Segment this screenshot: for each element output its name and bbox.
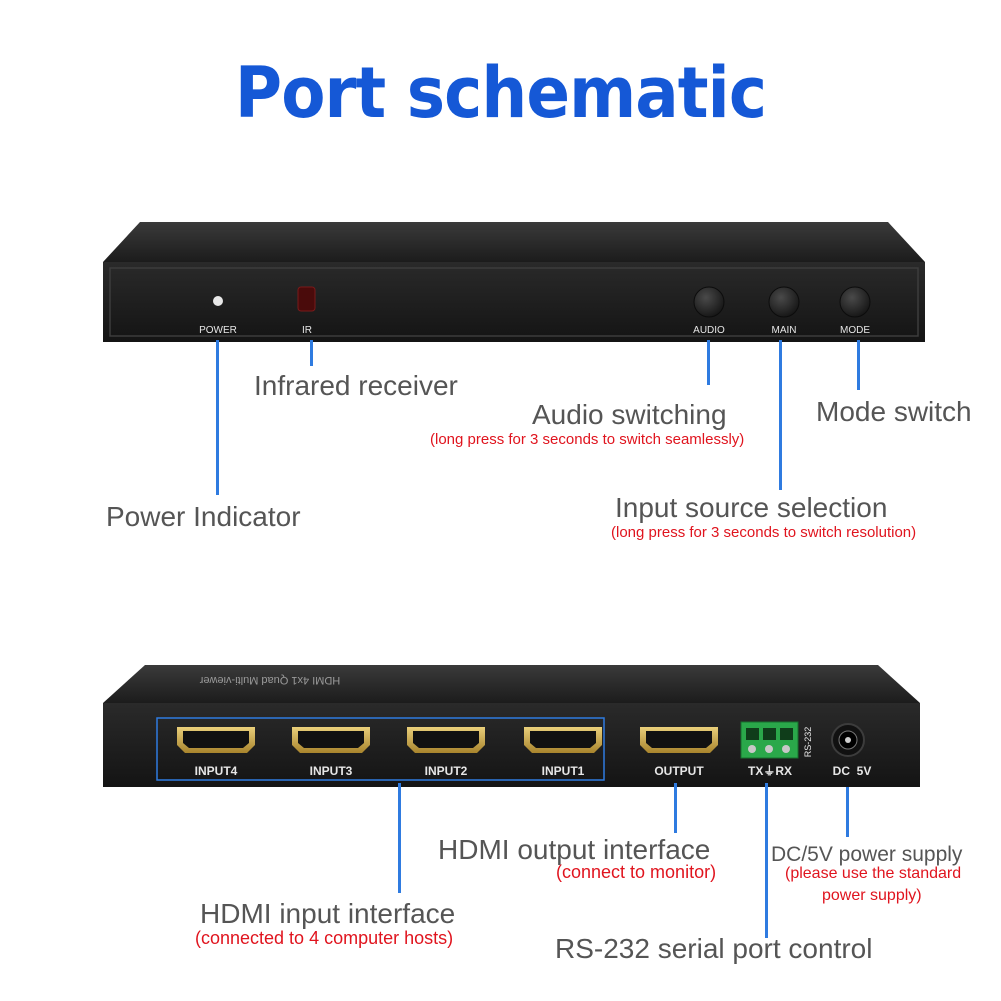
- txrx-port-label: TX⏚RX: [748, 764, 792, 778]
- output-port-label: OUTPUT: [654, 764, 704, 778]
- dc-callout-line: [846, 787, 849, 837]
- hdmi-output-interface-note: (connect to monitor): [556, 862, 717, 882]
- main-port-label: MAIN: [772, 325, 797, 336]
- ir-port-label: IR: [302, 325, 312, 336]
- hdmi-input-4-port[interactable]: [177, 727, 255, 753]
- ir-callout-line: [310, 340, 313, 366]
- rs232-terminal-block[interactable]: [740, 721, 799, 759]
- rear-panel-device: HDMI 4x1 Quad Multi-viewer: [103, 665, 920, 787]
- dc-power-supply-note-line2: power supply): [822, 887, 922, 904]
- input2-port-label: INPUT2: [425, 764, 468, 778]
- hdmi-input-interface-note: (connected to 4 computer hosts): [195, 928, 454, 948]
- input3-port-label: INPUT3: [310, 764, 353, 778]
- audio-port-label: AUDIO: [693, 325, 725, 336]
- hdmi-input-interface-label: HDMI input interface: [200, 898, 456, 929]
- hdmi-input-3-port[interactable]: [292, 727, 370, 753]
- hdmi-input-group-outline: [156, 717, 605, 781]
- rs232-control-label: RS-232 serial port control: [555, 933, 873, 964]
- power-indicator-label: Power Indicator: [106, 501, 301, 532]
- input1-port-label: INPUT1: [542, 764, 585, 778]
- hdmi-output-interface-label: HDMI output interface: [438, 834, 711, 865]
- hdmi-input-1-port[interactable]: [524, 727, 602, 753]
- dc-port-label: DC 5V: [833, 764, 872, 778]
- mode-callout-line: [857, 340, 860, 390]
- input4-port-label: INPUT4: [195, 764, 238, 778]
- rs232-port-label: RS-232: [803, 727, 813, 758]
- dc-power-jack[interactable]: [831, 723, 865, 757]
- audio-button[interactable]: [693, 286, 725, 318]
- top-print-text: HDMI 4x1 Quad Multi-viewer: [199, 674, 340, 686]
- power-port-label: POWER: [199, 325, 237, 336]
- dc-power-supply-note-line1: (please use the standard: [785, 865, 962, 882]
- front-panel-device: POWER IR AUDIO MAIN MODE: [103, 222, 925, 342]
- dc-power-supply-label: DC/5V power supply: [771, 843, 963, 866]
- input-source-selection-note: (long press for 3 seconds to switch reso…: [611, 524, 917, 541]
- infrared-receiver-label: Infrared receiver: [254, 370, 458, 401]
- power-callout-line: [216, 340, 219, 495]
- power-led-icon: [213, 296, 223, 306]
- hdmi-output-callout-line: [674, 783, 677, 833]
- mode-button[interactable]: [839, 286, 871, 318]
- input-source-selection-label: Input source selection: [615, 492, 888, 523]
- audio-switching-label: Audio switching: [532, 399, 727, 430]
- hdmi-input-callout-line: [398, 783, 401, 893]
- mode-port-label: MODE: [840, 325, 870, 336]
- main-callout-line: [779, 340, 782, 490]
- ir-window-icon: [297, 286, 316, 312]
- mode-switch-label: Mode switch: [816, 396, 972, 427]
- audio-switching-note: (long press for 3 seconds to switch seam…: [430, 431, 745, 448]
- main-button[interactable]: [768, 286, 800, 318]
- hdmi-input-2-port[interactable]: [407, 727, 485, 753]
- rs232-callout-line: [765, 783, 768, 938]
- audio-callout-line: [707, 340, 710, 385]
- page-title: Port schematic: [234, 52, 767, 134]
- hdmi-output-port[interactable]: [640, 727, 718, 753]
